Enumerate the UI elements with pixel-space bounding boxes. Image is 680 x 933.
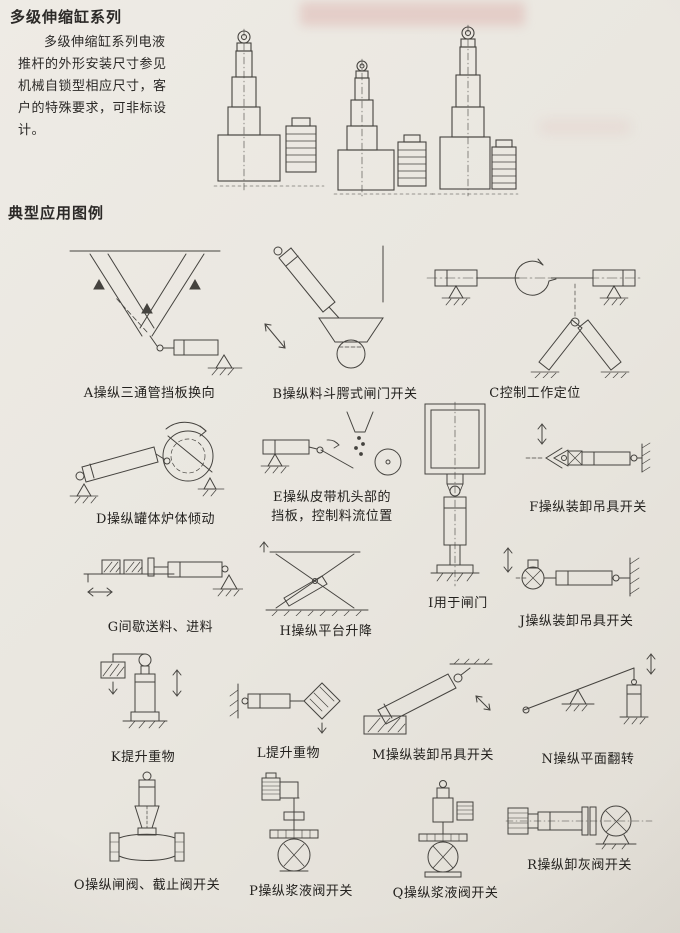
figure-o: O操纵闸阀、截止阀开关 — [62, 770, 232, 895]
intro-paragraph: 多级伸缩缸系列电液推杆的外形安装尺寸参见机械自锁型相应尺寸，客户的特殊要求，可非… — [18, 35, 167, 138]
figure-l-sketch — [229, 682, 341, 734]
figure-k-sketch — [100, 653, 181, 729]
figure-b: B操纵料斗腭式闸门开关 — [255, 244, 435, 404]
figure-i-caption: I用于闸门 — [428, 596, 488, 611]
figure-c-sketch — [426, 258, 644, 378]
figure-n-sketch — [522, 653, 656, 725]
figure-i: I用于闸门 — [408, 400, 508, 613]
figure-e: E操纵皮带机头部的挡板，控制料流位置 — [252, 410, 412, 526]
figure-h-caption: H操纵平台升降 — [279, 624, 373, 639]
figure-e-sketch — [260, 411, 401, 476]
figure-m: M操纵装卸吊具开关 — [358, 658, 508, 765]
print-bleed-artifact-2 — [540, 120, 630, 134]
figure-e-caption-line2: 挡板，控制料流位置 — [271, 509, 393, 524]
figure-g-sketch — [83, 557, 243, 597]
figure-k: K提升重物 — [88, 650, 198, 767]
figure-j: J操纵装卸吊具开关 — [494, 542, 659, 631]
figure-d: D操纵罐体炉体倾动 — [68, 420, 243, 529]
figure-c-caption: C控制工作定位 — [489, 386, 581, 401]
figure-b-sketch — [264, 245, 384, 369]
figure-p: P操纵浆液阀开关 — [236, 770, 366, 901]
figure-f-sketch — [525, 423, 651, 473]
telescopic-cylinder-drawing-1 — [212, 28, 327, 204]
figure-j-sketch — [503, 547, 640, 597]
figure-h: H操纵平台升降 — [256, 540, 396, 641]
figure-f: F操纵装卸吊具开关 — [518, 420, 658, 517]
figure-l: L提升重物 — [226, 676, 351, 763]
figure-r-caption: R操纵卸灰阀开关 — [527, 858, 632, 873]
telescopic-cylinder-1-sketch — [213, 28, 325, 191]
figure-m-sketch — [363, 658, 493, 735]
figure-a-caption: A操纵三通管挡板换向 — [83, 386, 216, 401]
figure-p-sketch — [261, 772, 318, 872]
figure-q-sketch — [418, 780, 473, 878]
figure-g: G间歇送料、进料 — [78, 550, 243, 637]
print-bleed-artifact — [300, 2, 525, 26]
figure-q: Q操纵浆液阀开关 — [378, 778, 513, 903]
figure-q-caption: Q操纵浆液阀开关 — [392, 886, 499, 901]
page-title: 多级伸缩缸系列 — [10, 8, 123, 26]
telescopic-cylinder-drawing-3 — [430, 24, 520, 208]
figure-o-sketch — [109, 771, 184, 862]
figure-d-caption: D操纵罐体炉体倾动 — [96, 512, 215, 527]
figure-g-caption: G间歇送料、进料 — [107, 620, 214, 635]
figure-n: N操纵平面翻转 — [518, 650, 658, 769]
figure-l-caption: L提升重物 — [256, 746, 321, 761]
figure-a: A操纵三通管挡板换向 — [52, 246, 247, 403]
figure-f-caption: F操纵装卸吊具开关 — [529, 500, 647, 515]
figure-e-caption-line1: E操纵皮带机头部的 — [272, 490, 391, 505]
telescopic-cylinder-2-sketch — [333, 58, 435, 197]
figure-o-caption: O操纵闸阀、截止阀开关 — [73, 878, 221, 893]
telescopic-cylinder-drawing-2 — [332, 58, 437, 207]
figure-d-sketch — [69, 421, 225, 504]
figure-h-sketch — [259, 541, 369, 616]
figure-m-caption: M操纵装卸吊具开关 — [372, 748, 494, 763]
figure-e-caption: E操纵皮带机头部的挡板，控制料流位置 — [271, 488, 393, 526]
figure-j-caption: J操纵装卸吊具开关 — [519, 614, 634, 629]
figure-a-sketch — [69, 250, 243, 376]
figure-p-caption: P操纵浆液阀开关 — [249, 884, 353, 899]
figure-b-caption: B操纵料斗腭式闸门开关 — [272, 387, 418, 402]
figure-c: C控制工作定位 — [425, 252, 645, 403]
figure-r-sketch — [505, 805, 653, 850]
telescopic-cylinder-3-sketch — [431, 24, 519, 197]
figure-i-sketch — [424, 401, 486, 587]
figure-k-caption: K提升重物 — [110, 750, 176, 765]
figure-n-caption: N操纵平面翻转 — [541, 752, 635, 767]
figure-r: R操纵卸灰阀开关 — [502, 792, 657, 875]
section-title: 典型应用图例 — [8, 204, 105, 222]
